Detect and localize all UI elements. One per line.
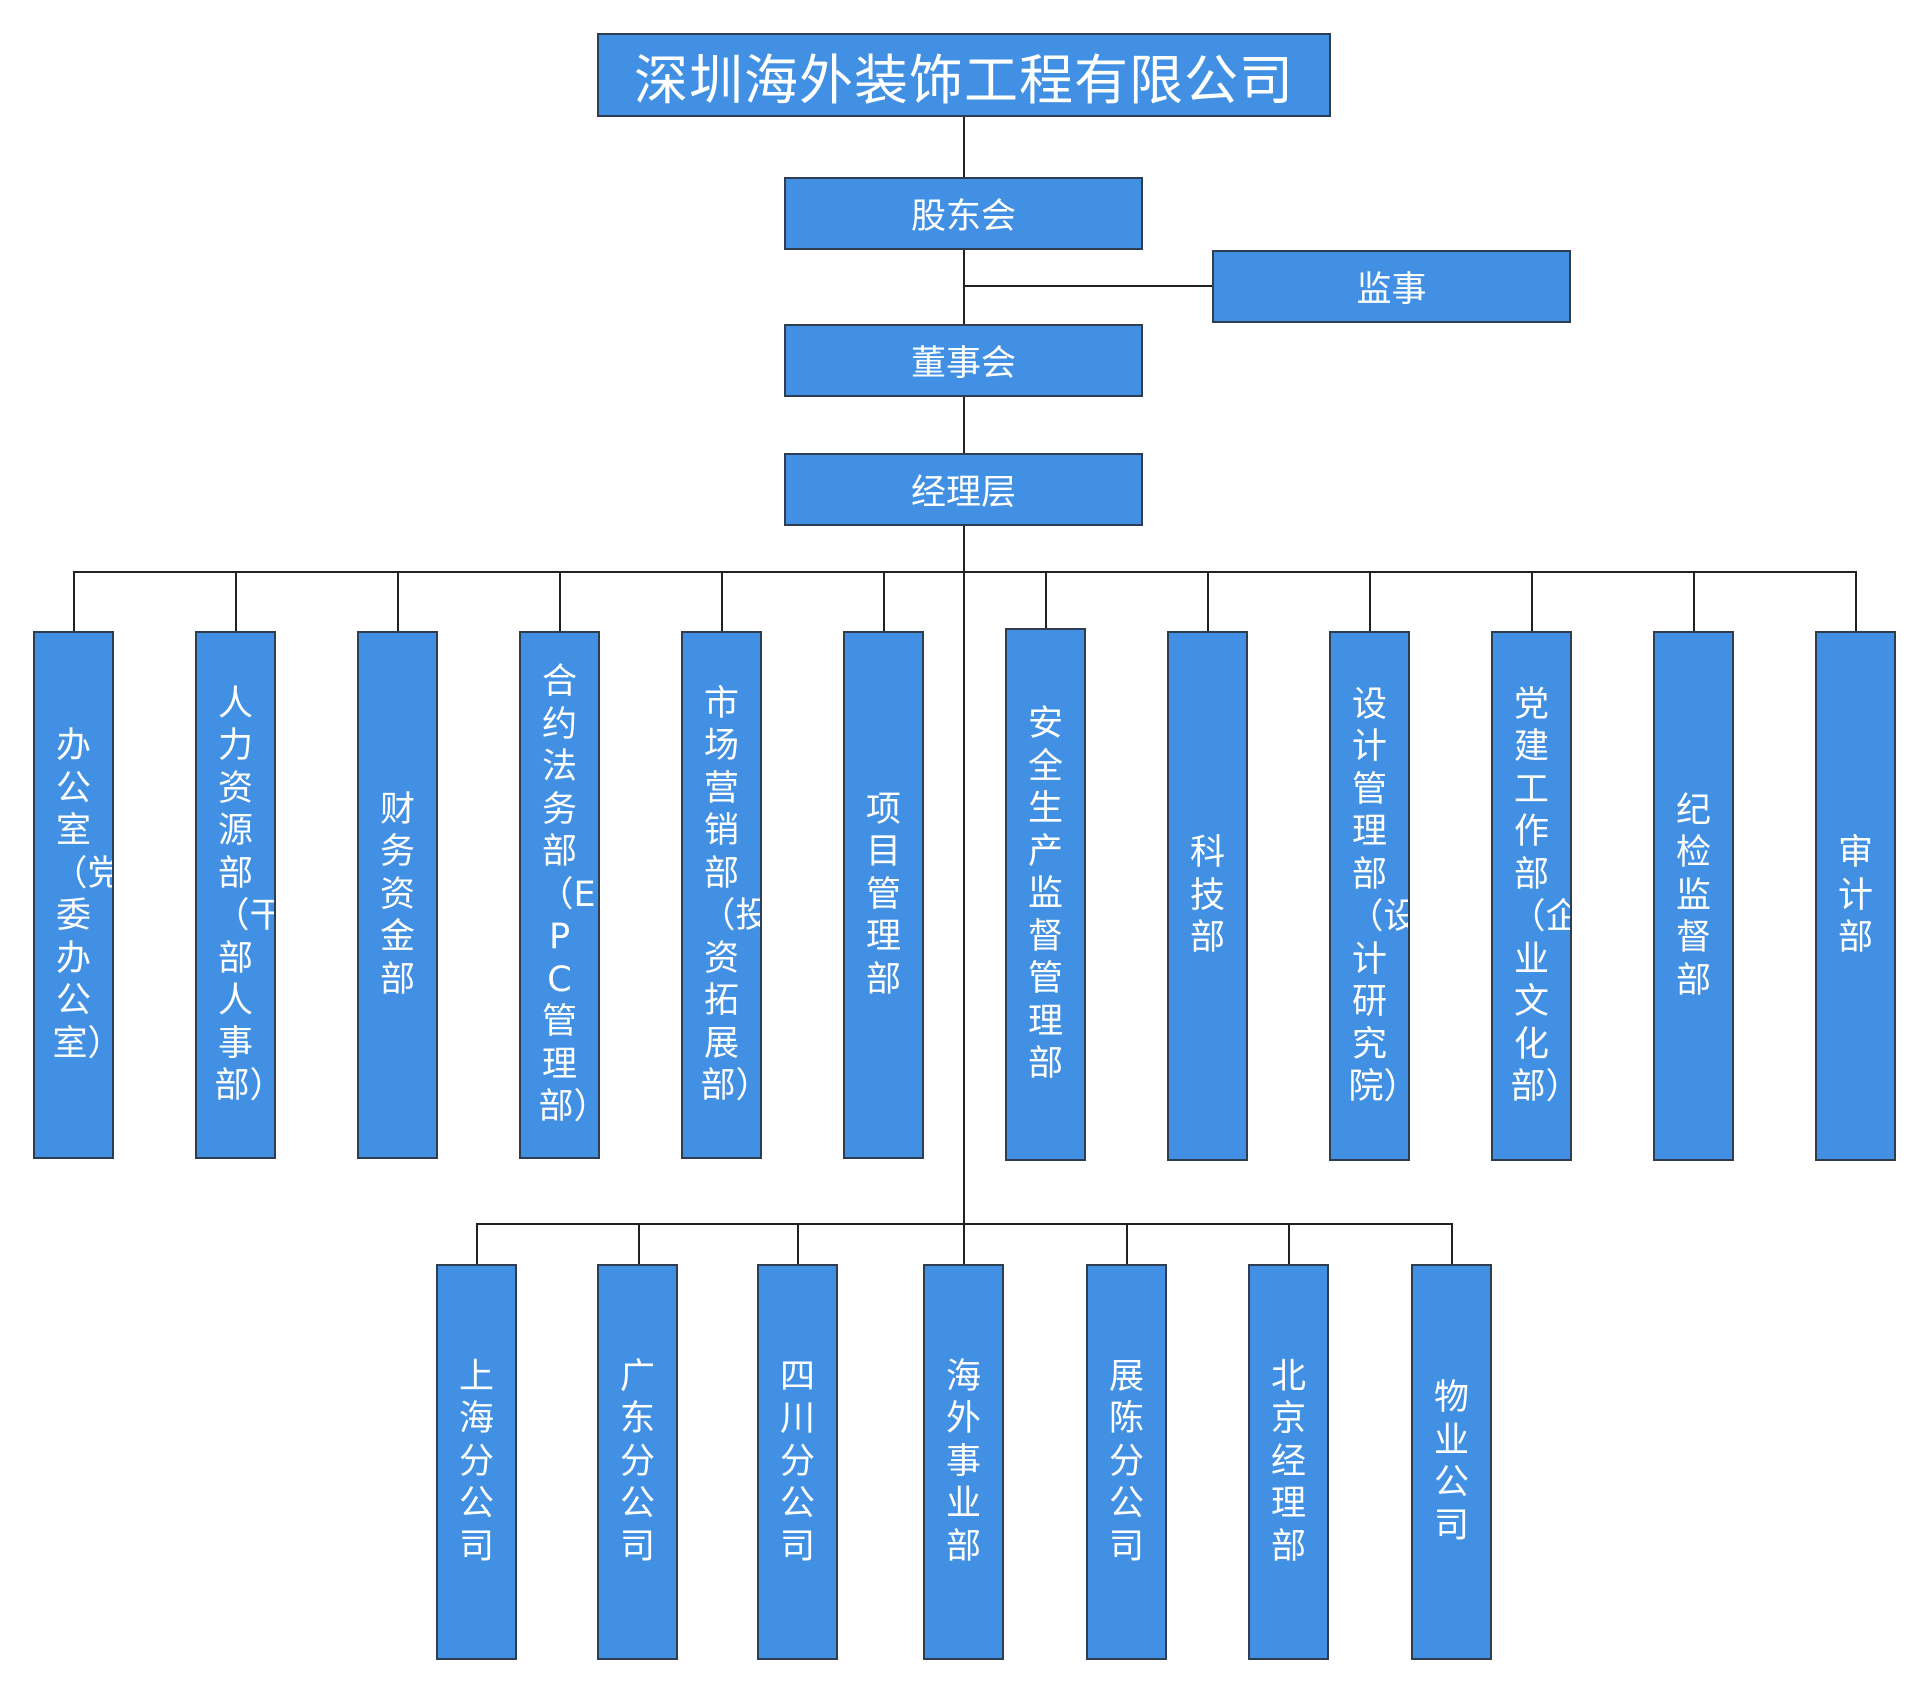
connector-line xyxy=(73,571,75,631)
department-box: 安全生产监督管理部 xyxy=(1005,628,1086,1161)
department-box: 人力资源部（干部人事部） xyxy=(195,631,276,1159)
connector-line xyxy=(1207,571,1209,631)
branch-box: 物业公司 xyxy=(1411,1264,1492,1660)
management-box: 经理层 xyxy=(784,453,1143,526)
department-box: 党建工作部（企业文化部） xyxy=(1491,631,1572,1161)
department-box: 办公室（党委办公室） xyxy=(33,631,114,1159)
department-label: 合约法务部（EPC管理部） xyxy=(538,662,599,1128)
branch-box: 北京经理部 xyxy=(1248,1264,1329,1660)
department-label: 审计部 xyxy=(1837,833,1873,959)
department-label: 人力资源部（干部人事部） xyxy=(214,683,275,1107)
connector-line xyxy=(476,1223,1453,1225)
department-box: 纪检监督部 xyxy=(1653,631,1734,1161)
department-label: 科技部 xyxy=(1189,833,1225,959)
connector-line xyxy=(397,571,399,631)
connector-line xyxy=(721,571,723,631)
shareholders-label: 股东会 xyxy=(910,197,1016,237)
board-label: 董事会 xyxy=(910,344,1016,384)
branch-label: 广东分公司 xyxy=(619,1356,655,1567)
connector-line xyxy=(963,116,965,177)
connector-line xyxy=(1369,571,1371,631)
company-title: 深圳海外装饰工程有限公司 xyxy=(634,48,1294,112)
department-box: 项目管理部 xyxy=(843,631,924,1159)
branch-box: 上海分公司 xyxy=(436,1264,517,1660)
supervisor-label: 监事 xyxy=(1356,270,1427,310)
connector-line xyxy=(883,571,885,631)
branch-label: 北京经理部 xyxy=(1270,1356,1306,1567)
company-title-box: 深圳海外装饰工程有限公司 xyxy=(597,33,1331,117)
branch-label: 展陈分公司 xyxy=(1108,1356,1144,1567)
branch-label: 上海分公司 xyxy=(458,1356,494,1567)
connector-line xyxy=(1451,1223,1453,1265)
branch-label: 四川分公司 xyxy=(779,1356,815,1567)
connector-line xyxy=(1126,1223,1128,1265)
department-box: 科技部 xyxy=(1167,631,1248,1161)
board-box: 董事会 xyxy=(784,324,1143,397)
supervisor-box: 监事 xyxy=(1212,250,1571,323)
department-label: 安全生产监督管理部 xyxy=(1027,704,1063,1085)
connector-line xyxy=(1855,571,1857,631)
branch-box: 海外事业部 xyxy=(923,1264,1004,1660)
connector-line xyxy=(476,1223,478,1265)
connector-line xyxy=(1045,571,1047,629)
connector-line xyxy=(73,571,1857,573)
department-box: 市场营销部（投资拓展部） xyxy=(681,631,762,1159)
connector-line xyxy=(638,1223,640,1265)
branch-box: 展陈分公司 xyxy=(1086,1264,1167,1660)
connector-line xyxy=(235,571,237,631)
department-label: 纪检监督部 xyxy=(1675,790,1711,1001)
department-box: 审计部 xyxy=(1815,631,1896,1161)
management-label: 经理层 xyxy=(910,473,1016,513)
connector-line xyxy=(963,396,965,453)
shareholders-box: 股东会 xyxy=(784,177,1143,250)
connector-line xyxy=(1531,571,1533,631)
connector-line xyxy=(797,1223,799,1265)
department-box: 设计管理部（设计研究院） xyxy=(1329,631,1410,1161)
connector-line xyxy=(963,285,1213,287)
department-label: 设计管理部（设计研究院） xyxy=(1348,684,1409,1108)
department-label: 财务资金部 xyxy=(379,789,415,1000)
connector-line xyxy=(1693,571,1695,631)
branch-box: 广东分公司 xyxy=(597,1264,678,1660)
branch-label: 物业公司 xyxy=(1433,1378,1469,1546)
department-label: 办公室（党委办公室） xyxy=(52,726,113,1064)
department-box: 合约法务部（EPC管理部） xyxy=(519,631,600,1159)
department-label: 党建工作部（企业文化部） xyxy=(1510,684,1571,1108)
department-label: 项目管理部 xyxy=(865,789,901,1000)
branch-box: 四川分公司 xyxy=(757,1264,838,1660)
connector-line xyxy=(559,571,561,631)
department-label: 市场营销部（投资拓展部） xyxy=(700,683,761,1107)
branch-label: 海外事业部 xyxy=(945,1356,981,1567)
connector-line xyxy=(1288,1223,1290,1265)
connector-line xyxy=(963,524,965,1266)
department-box: 财务资金部 xyxy=(357,631,438,1159)
